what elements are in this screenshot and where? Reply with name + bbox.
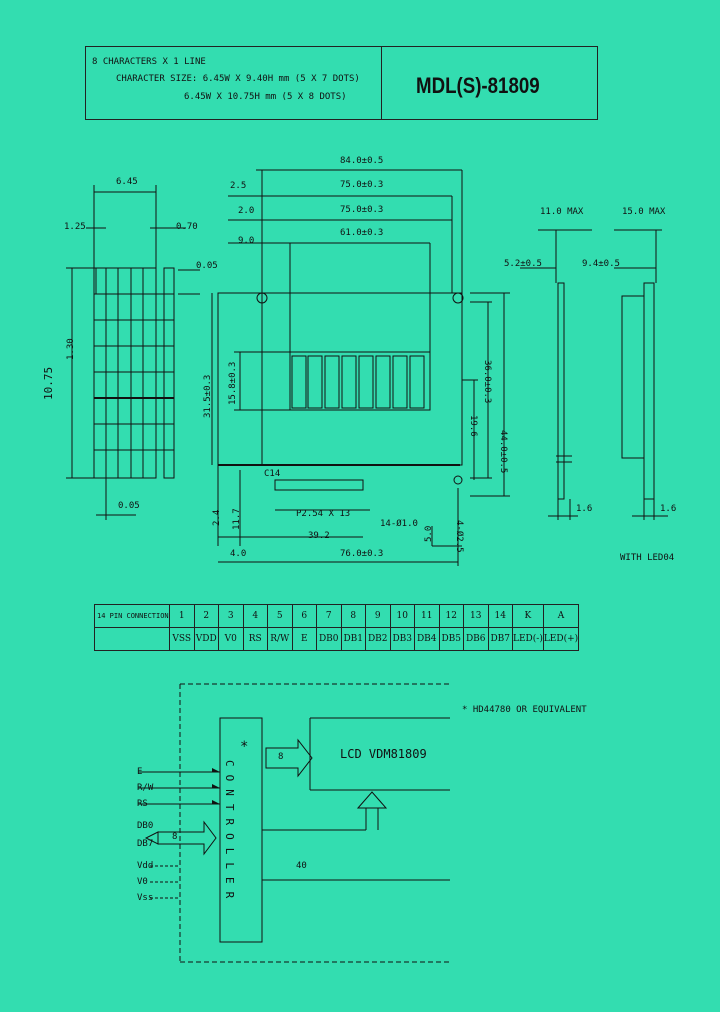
- spec-line-3: 6.45W X 10.75H mm (5 X 8 DOTS): [184, 92, 347, 102]
- lcd-label: LCD VDM81809: [340, 747, 427, 761]
- pin-signal: VDD: [193, 627, 219, 651]
- dim-overall-width: 84.0±0.5: [340, 156, 384, 166]
- pin-signal: DB3: [389, 627, 415, 651]
- pin-num: 7: [316, 604, 342, 628]
- dim-bezel-width: 75.0±0.3: [340, 180, 384, 190]
- dim-76-0: 76.0±0.3: [340, 549, 384, 559]
- dim-view-width: 75.0±0.3: [340, 205, 384, 215]
- pin-signal: DB5: [438, 627, 464, 651]
- model-number: MDL(S)-81809: [416, 73, 540, 98]
- power-vss: Vss: [137, 893, 154, 903]
- dim-pin-holes: 14-Ø1.0: [380, 519, 418, 529]
- dim-char-width: 6.45: [116, 177, 138, 187]
- pin-num: A: [542, 604, 580, 628]
- pin-table-header: 14 PIN CONNECTION: [94, 604, 170, 628]
- dim-dot-width: 1.25: [64, 222, 86, 232]
- pin-num: 13: [463, 604, 489, 628]
- dim-5-0: 5.0: [424, 525, 434, 542]
- dim-gap: 0.05: [118, 501, 140, 511]
- dim-board-1: 1.6: [576, 504, 593, 514]
- input-rw: R/W: [137, 783, 154, 793]
- dim-char-height: 10.75: [42, 366, 55, 400]
- dim-board-2: 1.6: [660, 504, 677, 514]
- spec-line-1: 8 CHARACTERS X 1 LINE: [92, 57, 206, 67]
- label-pin14: C14: [264, 469, 281, 479]
- dim-left-9-0: 9.0: [238, 236, 255, 246]
- pin-num: 3: [218, 604, 244, 628]
- note-led: WITH LED04: [620, 553, 675, 563]
- controller-label: CONTROLLER: [223, 760, 236, 907]
- pin-signal: RS: [242, 627, 268, 651]
- power-vdd: Vdd: [137, 861, 154, 871]
- pin-num: K: [512, 604, 544, 628]
- char-cells: [291, 355, 425, 409]
- pin-num: 14: [487, 604, 513, 628]
- dim-dot-gap: 0.70: [176, 222, 198, 232]
- dim-mount-holes: 4-Ø2.5: [454, 520, 464, 553]
- dim-overall-height: 44.0±0.5: [498, 430, 508, 474]
- pin-signal: LED(-): [512, 627, 544, 651]
- dim-view-height: 31.5±0.3: [203, 374, 213, 418]
- char-dot-grid: [93, 267, 175, 479]
- dim-active-width: 61.0±0.3: [340, 228, 384, 238]
- dim-11-7: 11.7: [232, 508, 242, 530]
- pin-signal: DB2: [365, 627, 391, 651]
- dim-left-2-5: 2.5: [230, 181, 247, 191]
- pin-num: 1: [169, 604, 195, 628]
- pin-num: 4: [242, 604, 268, 628]
- pin-signal: DB4: [414, 627, 440, 651]
- input-rs: RS: [137, 799, 148, 809]
- bus-width-8: 8: [278, 752, 284, 762]
- pin-num: 10: [389, 604, 415, 628]
- dim-pitch: P2.54 X 13: [296, 509, 351, 519]
- dim-max-thickness: 11.0 MAX: [540, 207, 584, 217]
- dim-9-4: 9.4±0.5: [582, 259, 620, 269]
- pin-signal: DB6: [463, 627, 489, 651]
- pin-signal: LED(+): [542, 627, 580, 651]
- dim-active-height: 15.8±0.3: [228, 361, 238, 405]
- bus-width-8-data: 8: [172, 832, 178, 842]
- title-divider: [381, 47, 382, 119]
- spec-line-2: CHARACTER SIZE: 6.45W X 9.40H mm (5 X 7 …: [116, 74, 360, 84]
- pin-num: 12: [438, 604, 464, 628]
- dim-max-thickness-led: 15.0 MAX: [622, 207, 666, 217]
- input-db7: DB7: [137, 839, 154, 849]
- dim-left-2-0: 2.0: [238, 206, 255, 216]
- dim-bezel-height: 36.0±0.3: [482, 360, 492, 404]
- pin-num: 11: [414, 604, 440, 628]
- input-db0: DB0: [137, 821, 154, 831]
- dim-4-0: 4.0: [230, 549, 247, 559]
- pin-num: 2: [193, 604, 219, 628]
- pin-signal: E: [291, 627, 317, 651]
- pin-signal: DB1: [340, 627, 366, 651]
- pin-table: 14 PIN CONNECTION 1 2 3 4 5 6 7 8 9 10 1…: [94, 604, 580, 651]
- dim-dot-height: 1.30: [66, 338, 76, 360]
- bus-width-40: 40: [296, 861, 307, 871]
- dim-5-2: 5.2±0.5: [504, 259, 542, 269]
- dim-19-6: 19.6: [468, 415, 478, 437]
- pin-signal: DB7: [487, 627, 513, 651]
- dim-39-2: 39.2: [308, 531, 330, 541]
- pin-signal: V0: [218, 627, 244, 651]
- title-block: 8 CHARACTERS X 1 LINE CHARACTER SIZE: 6.…: [85, 46, 598, 120]
- controller-note: * HD44780 OR EQUIVALENT: [462, 705, 587, 715]
- pin-num: 9: [365, 604, 391, 628]
- input-e: E: [137, 767, 143, 777]
- pin-num: 8: [340, 604, 366, 628]
- dim-pad-height: 2.4: [212, 509, 222, 526]
- controller-asterisk: *: [240, 739, 249, 755]
- pin-signal: DB0: [316, 627, 342, 651]
- pin-signal: R/W: [267, 627, 293, 651]
- pin-signal: VSS: [169, 627, 195, 651]
- pin-table-blank: [94, 627, 170, 651]
- pin-num: 6: [291, 604, 317, 628]
- power-v0: V0: [137, 877, 148, 887]
- pin-num: 5: [267, 604, 293, 628]
- dim-spacing: 0.05: [196, 261, 218, 271]
